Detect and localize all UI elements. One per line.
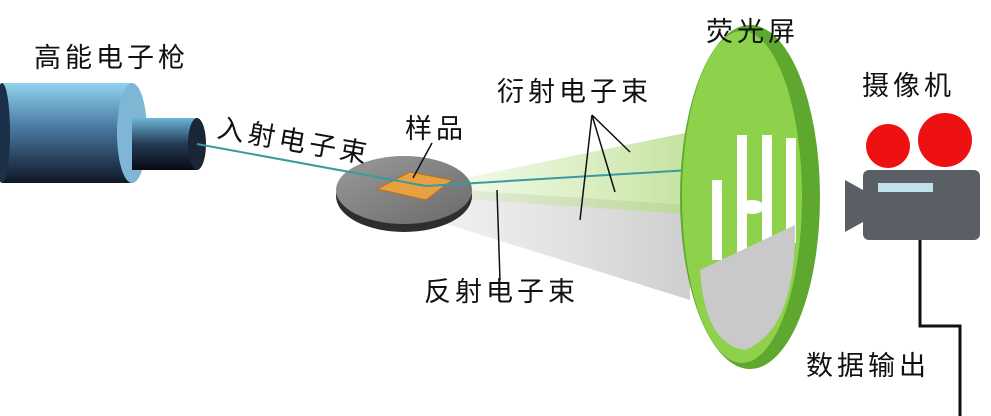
gun-nozzle — [132, 118, 197, 170]
camera-label: 摄像机 — [862, 71, 955, 102]
sample-piece — [375, 171, 454, 201]
output-cable — [918, 240, 962, 416]
camera-body — [863, 170, 980, 240]
data-output-label: 数据输出 — [806, 351, 930, 382]
screen-label: 荧光屏 — [706, 17, 799, 48]
diffracted-cone — [445, 132, 700, 215]
streak-1 — [712, 180, 722, 260]
diffracted-beam-label: 衍射电子束 — [497, 77, 652, 108]
shadow-region — [700, 225, 796, 350]
camera-reel-right — [918, 113, 972, 167]
diffracted-pointer-1 — [579, 114, 593, 221]
fluorescent-screen — [680, 25, 820, 369]
diffracted-beam-line — [425, 169, 691, 187]
diffracted-pointer-3 — [591, 114, 631, 153]
sample-stage — [336, 156, 472, 232]
incident-beam — [196, 143, 427, 187]
camera-window — [878, 183, 933, 192]
streak-4 — [786, 138, 796, 243]
sample-label: 样品 — [405, 114, 467, 145]
sample-pointer — [412, 142, 433, 179]
streak-2 — [737, 135, 747, 260]
gun-back-face — [0, 83, 10, 183]
electron-gun — [0, 83, 206, 183]
reflected-beam-label: 反射电子束 — [424, 277, 579, 308]
specular-spot — [740, 200, 764, 214]
reflected-cone — [432, 188, 690, 300]
camera-lens — [845, 180, 863, 232]
reflected-pointer — [496, 189, 501, 281]
streak-3 — [762, 135, 772, 255]
gun-label: 高能电子枪 — [34, 43, 189, 74]
camera — [845, 113, 980, 240]
gun-body — [2, 83, 132, 183]
diffracted-pointer-2 — [591, 114, 616, 193]
camera-reel-left — [866, 124, 910, 168]
